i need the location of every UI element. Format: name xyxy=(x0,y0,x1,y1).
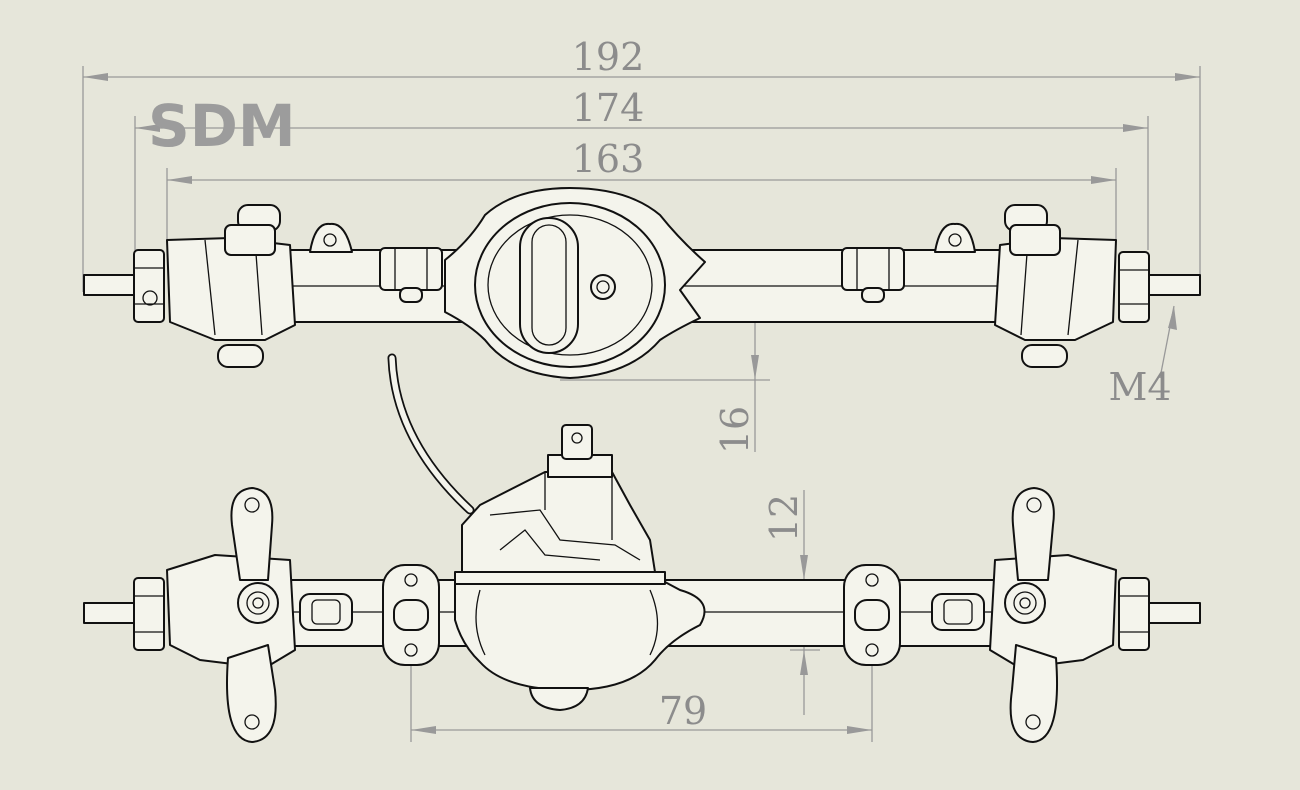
front-right-shaft xyxy=(1147,602,1201,624)
right-shaft xyxy=(1147,274,1201,296)
dimension-79: 79 xyxy=(410,655,873,742)
front-diff-drain xyxy=(529,687,589,711)
thread-callout-label: M4 xyxy=(1108,365,1171,409)
dimension-12-label: 12 xyxy=(762,494,806,542)
axle-top-view xyxy=(83,187,1201,379)
breather-tube xyxy=(389,355,473,513)
pinion-yoke xyxy=(561,424,593,460)
front-left-upper-arm xyxy=(230,487,274,581)
dimension-16-label: 16 xyxy=(713,406,757,454)
dimension-163: 163 xyxy=(166,137,1117,245)
dimension-163-label: 163 xyxy=(572,137,645,181)
dimension-174-label: 174 xyxy=(572,86,645,130)
front-right-steering-arm xyxy=(1009,644,1059,743)
dimension-79-label: 79 xyxy=(659,689,707,733)
front-left-steering-arm xyxy=(226,644,277,743)
dimension-12: 12 xyxy=(762,490,820,715)
front-right-upper-arm xyxy=(1011,487,1055,581)
front-left-hex-nut xyxy=(133,577,165,651)
left-hex-nut xyxy=(133,249,165,323)
front-left-kingpin xyxy=(237,582,279,624)
front-right-hex-nut xyxy=(1118,577,1150,651)
front-left-shaft xyxy=(83,602,137,624)
fill-plug xyxy=(590,274,616,300)
left-shaft xyxy=(83,274,137,296)
dimension-174: 174 xyxy=(134,86,1149,250)
right-hex-nut xyxy=(1118,251,1150,323)
dimension-192-label: 192 xyxy=(572,35,645,79)
left-link-tab xyxy=(309,222,353,253)
pinion-flange xyxy=(454,571,666,585)
right-lower-pivot xyxy=(1021,344,1068,368)
right-shock-mount xyxy=(841,247,905,291)
left-shock-mount xyxy=(379,247,443,291)
front-right-kingpin xyxy=(1004,582,1046,624)
thread-callout: M4 xyxy=(1108,305,1177,409)
diff-cover-rib xyxy=(519,217,579,354)
sdm-logo: SDM xyxy=(148,92,296,160)
front-diff-pumpkin xyxy=(454,581,706,691)
right-link-tab xyxy=(934,222,976,253)
left-lower-pivot xyxy=(217,344,264,368)
dimension-192: 192 xyxy=(82,35,1201,292)
axle-front-view xyxy=(83,424,1201,743)
pinion-housing xyxy=(461,471,656,573)
